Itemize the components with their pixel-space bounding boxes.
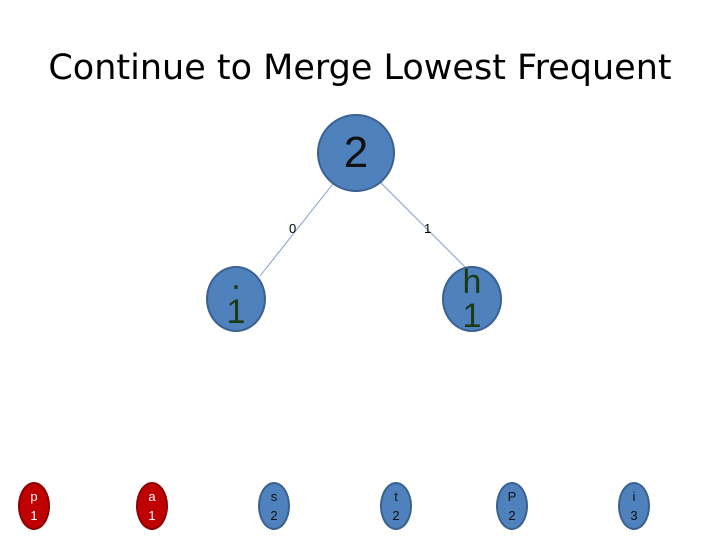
root-node: 2 bbox=[317, 114, 395, 192]
leaf-count: 1 bbox=[30, 508, 38, 523]
leaf-count: 2 bbox=[508, 508, 516, 523]
edge-right bbox=[377, 179, 473, 275]
edge-label-right: 1 bbox=[424, 221, 432, 236]
leaf-space: P 2 bbox=[496, 482, 528, 530]
leaf-a: a 1 bbox=[136, 482, 168, 530]
leaf-count: 2 bbox=[270, 508, 278, 523]
leaf-symbol: P bbox=[507, 489, 517, 504]
leaf-count: 1 bbox=[148, 508, 156, 523]
leaf-i: i 3 bbox=[618, 482, 650, 530]
leaf-s: s 2 bbox=[258, 482, 290, 530]
slide-title: Continue to Merge Lowest Frequent bbox=[48, 48, 672, 88]
node-symbol: h bbox=[462, 266, 482, 301]
leaf-symbol: i bbox=[632, 489, 636, 504]
leaf-symbol: t bbox=[394, 489, 398, 504]
node-symbol: . bbox=[231, 266, 241, 297]
node-count: 1 bbox=[462, 297, 482, 332]
edge-label-left: 0 bbox=[289, 221, 297, 236]
leaf-p: p 1 bbox=[18, 482, 50, 530]
leaf-t: t 2 bbox=[380, 482, 412, 530]
leaf-symbol: s bbox=[270, 489, 278, 504]
node-period: . 1 bbox=[206, 266, 266, 332]
edge-left bbox=[259, 179, 337, 277]
root-value: 2 bbox=[343, 128, 369, 177]
leaf-count: 2 bbox=[392, 508, 400, 523]
leaf-count: 3 bbox=[630, 508, 638, 523]
leaf-symbol: a bbox=[148, 489, 156, 504]
node-count: 1 bbox=[226, 293, 246, 331]
node-h: h 1 bbox=[442, 266, 502, 332]
leaf-symbol: p bbox=[30, 489, 38, 504]
